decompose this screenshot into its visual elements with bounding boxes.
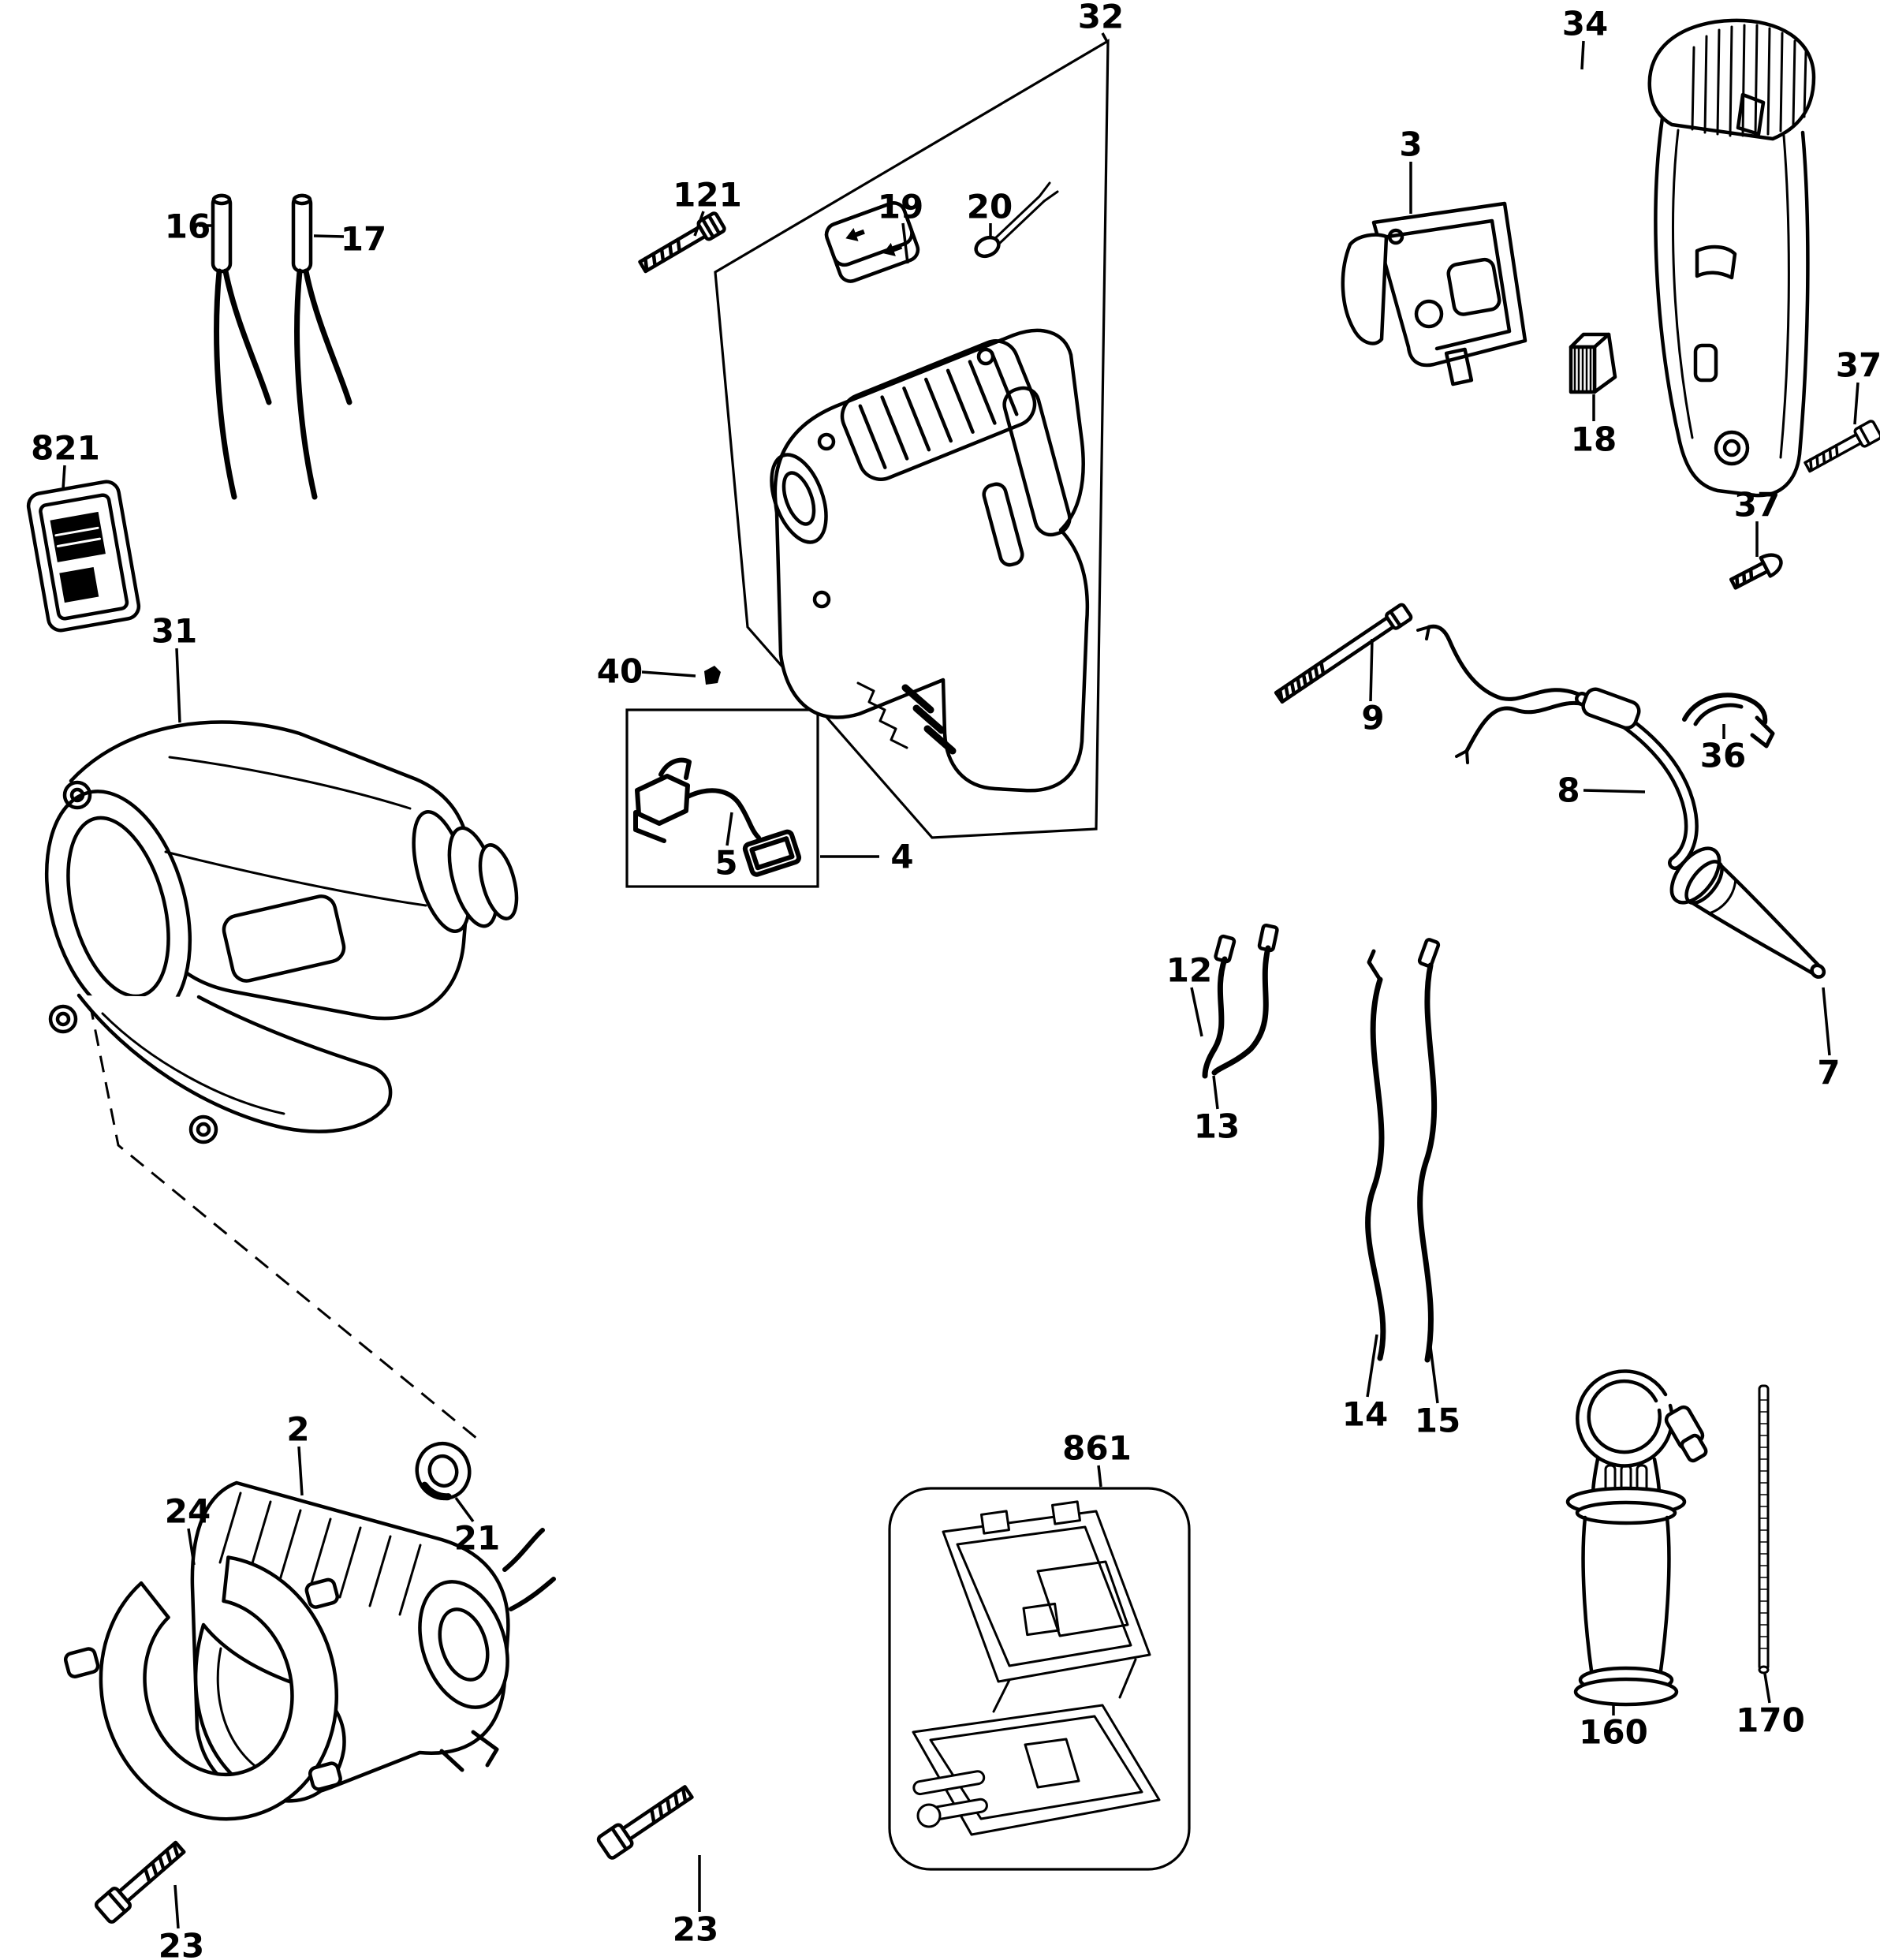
leader-21 <box>454 1496 475 1523</box>
callout-9: 9 <box>1361 699 1384 737</box>
callout-7: 7 <box>1817 1054 1840 1092</box>
leader-9 <box>1369 638 1374 702</box>
leader-lines <box>62 32 1859 1929</box>
callout-21: 21 <box>454 1519 500 1558</box>
callout-20: 20 <box>967 188 1013 226</box>
part-drawing-37-upper <box>1801 418 1880 477</box>
leader-31 <box>175 648 181 723</box>
part-drawing-2 <box>190 1480 556 1803</box>
callout-19: 19 <box>878 188 923 226</box>
part-drawing-8 <box>1416 624 1699 870</box>
callout-37-upper: 37 <box>1836 346 1880 385</box>
leader-5 <box>726 812 733 846</box>
part-drawing-15 <box>1417 938 1441 1363</box>
part-drawing-19 <box>824 201 920 283</box>
part-drawing-23-right <box>597 1782 696 1860</box>
leader-12 <box>1190 987 1203 1037</box>
part-drawing-121 <box>637 212 725 275</box>
part-drawing-20 <box>974 181 1059 259</box>
callout-23-right: 23 <box>673 1910 718 1949</box>
part-drawing-34 <box>1647 18 1816 498</box>
callout-12: 12 <box>1166 951 1212 990</box>
part-drawing-36 <box>1682 693 1775 749</box>
part-drawing-24 <box>63 1555 342 1821</box>
leader-24 <box>187 1528 196 1566</box>
callout-121: 121 <box>673 176 742 215</box>
leader-2 <box>297 1446 304 1496</box>
callout-861: 861 <box>1062 1429 1132 1468</box>
leader-40 <box>641 670 696 678</box>
part-drawing-12 <box>1202 934 1237 1079</box>
callout-31: 31 <box>151 612 197 651</box>
leader-861 <box>1097 1465 1102 1488</box>
leader-13 <box>1212 1075 1219 1110</box>
callout-8: 8 <box>1557 771 1580 810</box>
leader-821 <box>62 465 66 490</box>
part-drawing-9 <box>1274 603 1412 704</box>
part-drawing-7 <box>1669 846 1826 979</box>
leader-23-left <box>173 1884 180 1929</box>
part-drawing-31 <box>44 720 519 1144</box>
leader-121 <box>693 211 705 237</box>
callout-36: 36 <box>1700 737 1746 775</box>
part-drawing-16 <box>213 196 269 497</box>
part-drawing-821 <box>26 480 141 633</box>
callout-14: 14 <box>1342 1395 1388 1434</box>
leader-14 <box>1366 1334 1378 1398</box>
leader-32 <box>1101 32 1109 43</box>
part-drawing-21 <box>415 1441 472 1501</box>
part-drawing-3 <box>1341 201 1528 386</box>
part-drawing-5 <box>633 757 802 877</box>
callout-3: 3 <box>1399 125 1422 164</box>
callout-37-lower: 37 <box>1734 486 1780 525</box>
part-drawing-170 <box>1758 1384 1770 1674</box>
part-drawing-18 <box>1569 332 1617 394</box>
callout-24: 24 <box>165 1492 211 1531</box>
leader-170 <box>1763 1673 1771 1704</box>
kitbox-frame <box>888 1487 1191 1871</box>
callout-18: 18 <box>1571 420 1617 459</box>
leader-15 <box>1429 1346 1439 1404</box>
leader-19 <box>901 222 909 264</box>
callout-821: 821 <box>31 429 100 468</box>
callout-15: 15 <box>1415 1402 1460 1440</box>
part-drawing-861 <box>912 1500 1161 1836</box>
part-drawing-23-left <box>95 1838 188 1924</box>
callout-40: 40 <box>597 652 643 691</box>
part-drawing-40 <box>704 666 721 685</box>
part-drawing-160 <box>1565 1369 1708 1707</box>
callout-5: 5 <box>714 844 737 883</box>
leader-34 <box>1580 40 1585 70</box>
callout-32: 32 <box>1078 0 1124 36</box>
callout-13: 13 <box>1194 1107 1240 1146</box>
callout-2: 2 <box>286 1410 309 1449</box>
leader-7 <box>1822 987 1831 1056</box>
callout-labels: 16 17 821 121 32 19 20 3 34 37 18 37 36 … <box>31 0 1880 1960</box>
housing-group-frame <box>714 39 1110 839</box>
callout-17: 17 <box>341 220 386 259</box>
part-drawing-13 <box>1211 923 1279 1076</box>
leader-8 <box>1583 789 1646 793</box>
leader-37-upper <box>1853 382 1859 425</box>
callout-16: 16 <box>165 207 211 246</box>
part-drawing-32 <box>770 328 1090 793</box>
callout-4: 4 <box>890 838 913 876</box>
callout-23-left: 23 <box>159 1927 204 1960</box>
assembly-dashed-line <box>57 845 482 1443</box>
callout-34: 34 <box>1562 5 1608 43</box>
leader-17 <box>313 234 345 238</box>
wiring-group-frame <box>625 708 819 888</box>
part-drawing-14 <box>1365 949 1386 1361</box>
callout-160: 160 <box>1579 1713 1648 1752</box>
callout-170: 170 <box>1736 1701 1805 1740</box>
